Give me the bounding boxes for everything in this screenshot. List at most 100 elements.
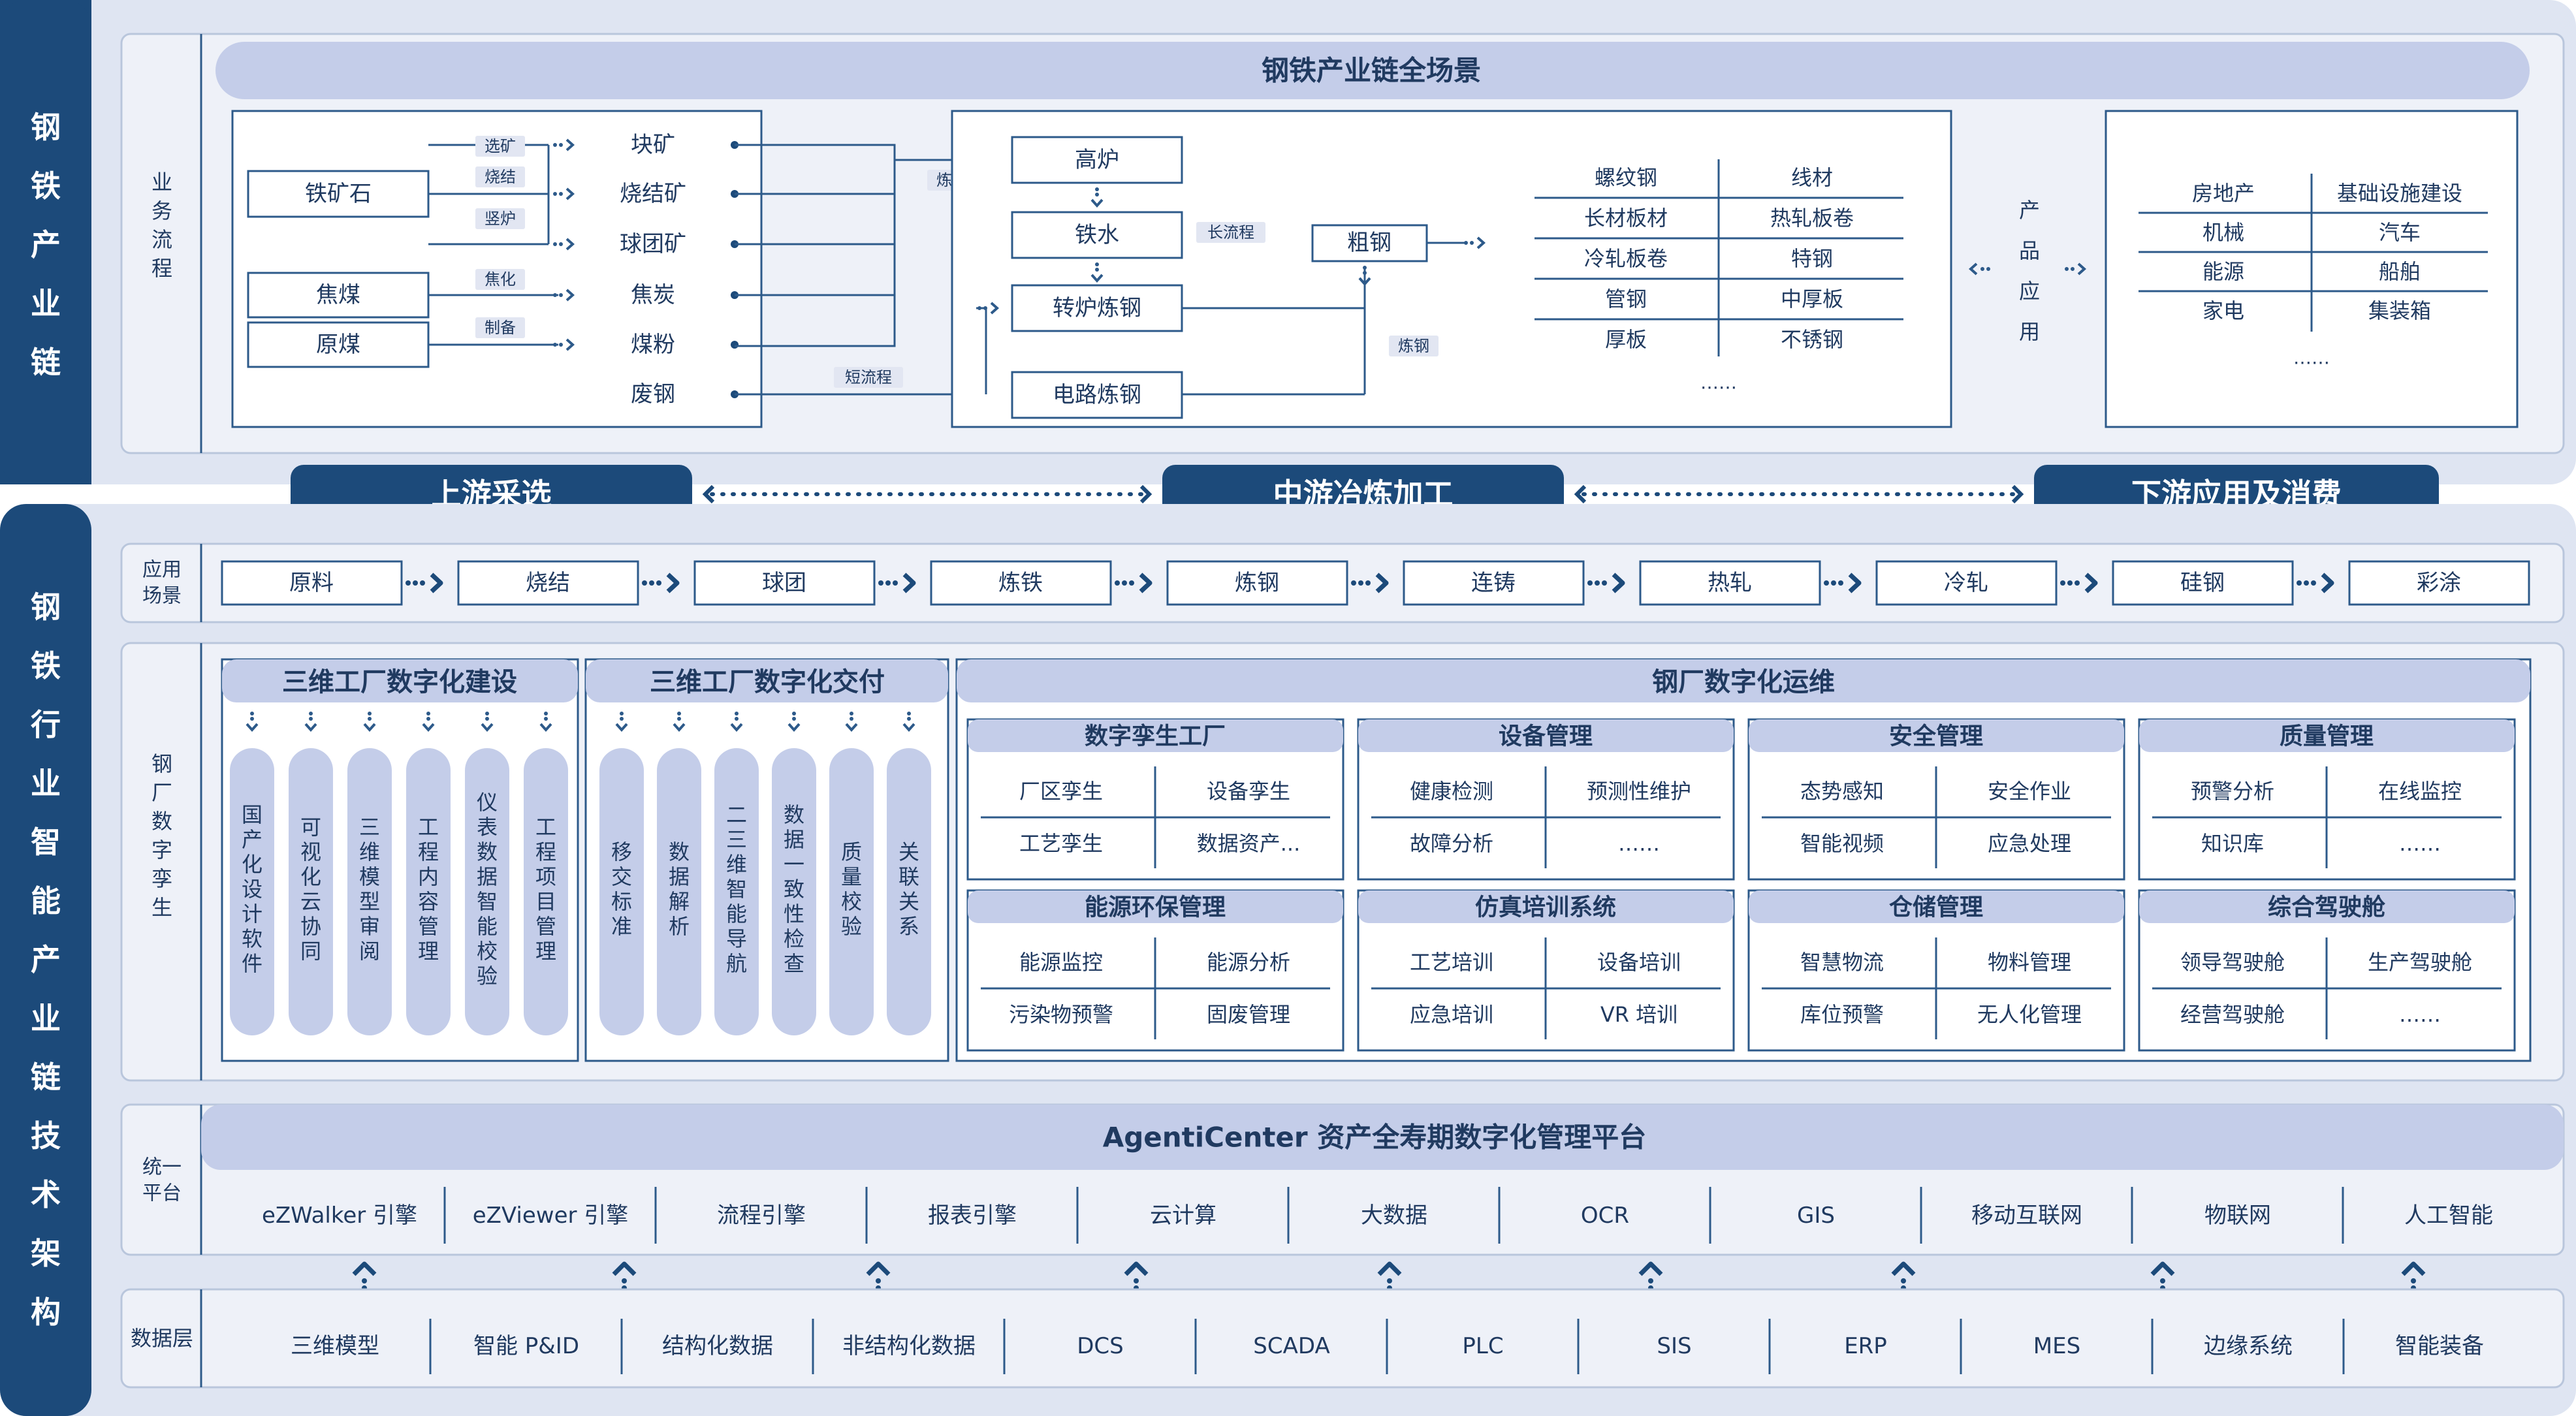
- raw-yuanmei-label: 原煤: [316, 332, 360, 358]
- build-item-0-label-char: 软: [242, 926, 262, 951]
- deliver-item-5-label-char: 联: [898, 864, 919, 889]
- ops-module-2-item-0: 态势感知: [1800, 779, 1884, 804]
- top-band-title-strip-round: [0, 0, 91, 484]
- engine-3: 报表引擎: [928, 1203, 1017, 1229]
- ops-module-7-title: 综合驾驶舱: [2268, 894, 2385, 921]
- build-item-3-label-char: 程: [418, 840, 439, 864]
- tag-jiaohua-bg: [475, 269, 525, 290]
- tag-zhibei: 制备: [485, 319, 516, 337]
- bottom-band-title-char: 行: [31, 707, 61, 742]
- ops-module-4-item-1: 能源分析: [1207, 950, 1290, 975]
- tag-changliucheng: 长流程: [1207, 223, 1254, 242]
- build-arrow-3-icon: [422, 712, 435, 732]
- data-source-3: 非结构化数据: [842, 1333, 976, 1359]
- ops-module-3-item-0: 预警分析: [2191, 779, 2274, 804]
- node-dianlu-label: 电路炼钢: [1053, 382, 1141, 408]
- node-cugang: [1311, 224, 1428, 262]
- intermediate-1: 烧结矿: [620, 181, 686, 207]
- ops-module-5-item-2: 应急培训: [1410, 1002, 1493, 1027]
- tag-shulu-bg: [475, 208, 525, 229]
- intermediate-0: 块矿: [631, 132, 675, 158]
- ops-module-0-item-1: 设备孪生: [1207, 779, 1290, 804]
- data-source-4: DCS: [1077, 1333, 1124, 1359]
- application-3-a: 家电: [2202, 298, 2244, 323]
- product-3-b: 中厚板: [1781, 287, 1843, 311]
- twin-label-char: 字: [151, 838, 172, 862]
- top-band-title-char: 钢: [31, 110, 61, 145]
- intermediate-4: 煤粉: [631, 332, 675, 358]
- ops-module-6-item-2: 库位预警: [1800, 1002, 1884, 1027]
- build-item-1-label-char: 同: [300, 939, 321, 964]
- scene-4: [1166, 560, 1348, 606]
- ops-module-2-item-2: 智能视频: [1800, 831, 1884, 856]
- products-more: ……: [1700, 372, 1737, 394]
- tag-shulu: 竖炉: [485, 210, 516, 228]
- scene-arrow-5-icon: [1587, 573, 1625, 593]
- build-item-3-label-char: 容: [418, 889, 439, 914]
- deliver-item-1-label-char: 解: [669, 889, 690, 914]
- build-item-2-label-char: 型: [359, 889, 380, 914]
- arrow-shaojiekuang-icon: [553, 187, 575, 200]
- ops-module-1-title: 设备管理: [1499, 723, 1593, 750]
- deliver-item-3-label-char: 数: [784, 802, 804, 827]
- scene-arrow-7-icon: [2060, 573, 2098, 593]
- ops-module-3-item-3: ……: [2399, 831, 2441, 856]
- build-header: [222, 659, 578, 702]
- ops-module-0-item-3: 数据资产...: [1197, 831, 1301, 856]
- scene-8-label: 硅钢: [2180, 570, 2225, 596]
- deliver-header: [586, 659, 948, 702]
- product-4-b: 不锈钢: [1781, 327, 1843, 352]
- tag-duanliucheng-bg: [834, 367, 903, 388]
- application-2-a: 能源: [2202, 259, 2244, 284]
- product-0-a: 螺纹钢: [1595, 165, 1657, 190]
- build-item-1-label-char: 云: [300, 889, 321, 914]
- bottom-band-title-char: 能: [31, 883, 61, 919]
- data-source-9: MES: [2033, 1333, 2080, 1359]
- data-source-11: 智能装备: [2395, 1333, 2484, 1359]
- scene-7-label: 冷轧: [1944, 570, 1988, 596]
- deliver-item-5: [887, 748, 931, 1035]
- deliver-item-1-label-char: 析: [669, 914, 690, 939]
- build-arrow-1-icon: [304, 712, 317, 732]
- arrow-up-cugang-icon: [1358, 266, 1371, 287]
- bottom-band-title-char: 钢: [31, 590, 61, 625]
- ops-module-5-header: [1358, 890, 1734, 923]
- product-application-label-char: 用: [2019, 319, 2040, 344]
- data-source-2: 结构化数据: [662, 1333, 773, 1359]
- data-source-6: PLC: [1462, 1333, 1503, 1359]
- data-source-0: 三维模型: [291, 1333, 379, 1359]
- ops-module-7-item-3: ……: [2399, 1002, 2441, 1027]
- top-band-title-char: 产: [31, 227, 61, 262]
- scene-0: [221, 560, 403, 606]
- build-item-2: [347, 748, 392, 1035]
- tag-liangang: 炼钢: [1398, 337, 1429, 355]
- bottom-band-title-char: 产: [31, 942, 61, 977]
- data-layer-label: 数据层: [131, 1326, 193, 1351]
- build-item-0-label-char: 设: [242, 877, 262, 902]
- twin-label-char: 厂: [151, 780, 172, 805]
- ops-module-0-item-2: 工艺孪生: [1019, 831, 1103, 856]
- data-source-5: SCADA: [1253, 1333, 1329, 1359]
- deliver-item-2: [714, 748, 759, 1035]
- build-item-3-label-char: 管: [418, 914, 439, 939]
- scene-arrow-3-icon: [1115, 573, 1153, 593]
- build-item-0-label-char: 化: [242, 852, 262, 877]
- top-band-title-char: 铁: [31, 168, 61, 204]
- ops-module-2-header: [1749, 719, 2124, 752]
- arrow-kuaikuang-icon: [553, 138, 575, 151]
- data-layer-panel: [120, 1288, 2565, 1389]
- deliver-item-1-label-char: 据: [669, 864, 690, 889]
- data-source-10: 边缘系统: [2204, 1333, 2293, 1359]
- build-arrow-2-icon: [363, 712, 376, 732]
- application-1-b: 汽车: [2379, 220, 2421, 245]
- build-item-1-label-char: 可: [300, 815, 321, 840]
- scene-0-label: 原料: [289, 570, 334, 596]
- build-item-2-label-char: 阅: [359, 939, 380, 964]
- arrow-left-app-icon: [1968, 262, 1990, 275]
